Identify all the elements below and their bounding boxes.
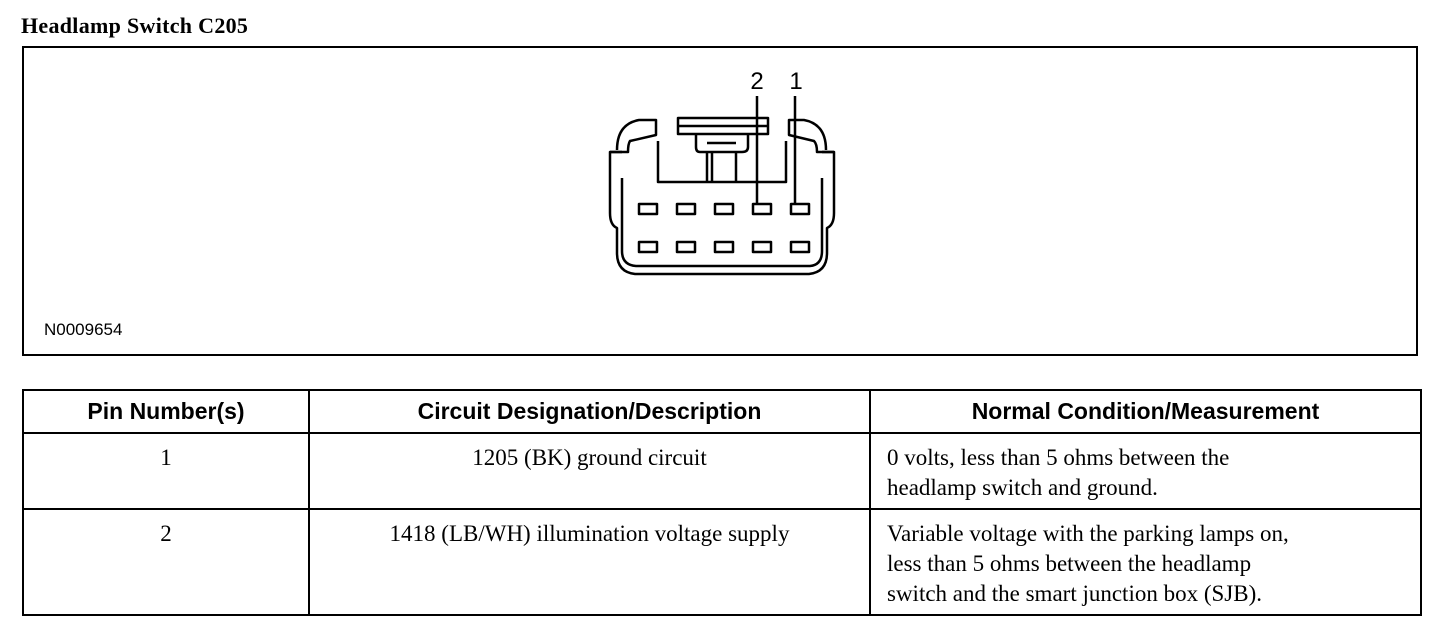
pin-cavity <box>637 240 659 254</box>
condition-cell: Variable voltage with the parking lamps … <box>869 508 1422 616</box>
pin-label-2: 2 <box>750 68 764 95</box>
pin-cavity <box>713 240 735 254</box>
locking-latch <box>676 116 770 182</box>
column-header-condition: Normal Condition/Measurement <box>869 389 1422 434</box>
connector-cavity <box>656 141 788 184</box>
pin-number-cell: 2 <box>22 508 310 616</box>
condition-line: headlamp switch and ground. <box>887 475 1158 500</box>
page-title: Headlamp Switch C205 <box>21 13 249 38</box>
pin-cavity <box>675 202 697 216</box>
pin-cavity <box>751 202 773 216</box>
connector-housing-outline <box>608 118 836 276</box>
pin-cavity <box>637 202 659 216</box>
condition-line: switch and the smart junction box (SJB). <box>887 581 1262 606</box>
table-row: 1 1205 (BK) ground circuit 0 volts, less… <box>22 432 1422 510</box>
pin-label-1: 1 <box>789 68 803 95</box>
condition-cell: 0 volts, less than 5 ohms between the he… <box>869 432 1422 510</box>
pin-cavity <box>713 202 735 216</box>
pin-cavity <box>789 240 811 254</box>
figure-id: N0009654 <box>44 320 123 339</box>
column-header-pin: Pin Number(s) <box>22 389 310 434</box>
pin-cavity <box>789 202 811 216</box>
connector-housing-inner <box>620 178 824 268</box>
pin-cavity <box>751 240 773 254</box>
circuit-cell: 1205 (BK) ground circuit <box>308 432 871 510</box>
table-row: 2 1418 (LB/WH) illumination voltage supp… <box>22 508 1422 616</box>
connector-diagram-panel: 2 1 N0009654 <box>22 46 1418 356</box>
pin-cavity <box>675 240 697 254</box>
pin-cavity-grid <box>637 202 811 254</box>
condition-line: less than 5 ohms between the headlamp <box>887 551 1252 576</box>
connector-face-drawing <box>608 96 836 276</box>
column-header-circuit: Circuit Designation/Description <box>308 389 871 434</box>
pin-number-cell: 1 <box>22 432 310 510</box>
condition-line: 0 volts, less than 5 ohms between the <box>887 445 1230 470</box>
table-header-row: Pin Number(s) Circuit Designation/Descri… <box>22 389 1422 434</box>
condition-line: Variable voltage with the parking lamps … <box>887 521 1289 546</box>
circuit-cell: 1418 (LB/WH) illumination voltage supply <box>308 508 871 616</box>
pin-table: Pin Number(s) Circuit Designation/Descri… <box>22 389 1422 616</box>
